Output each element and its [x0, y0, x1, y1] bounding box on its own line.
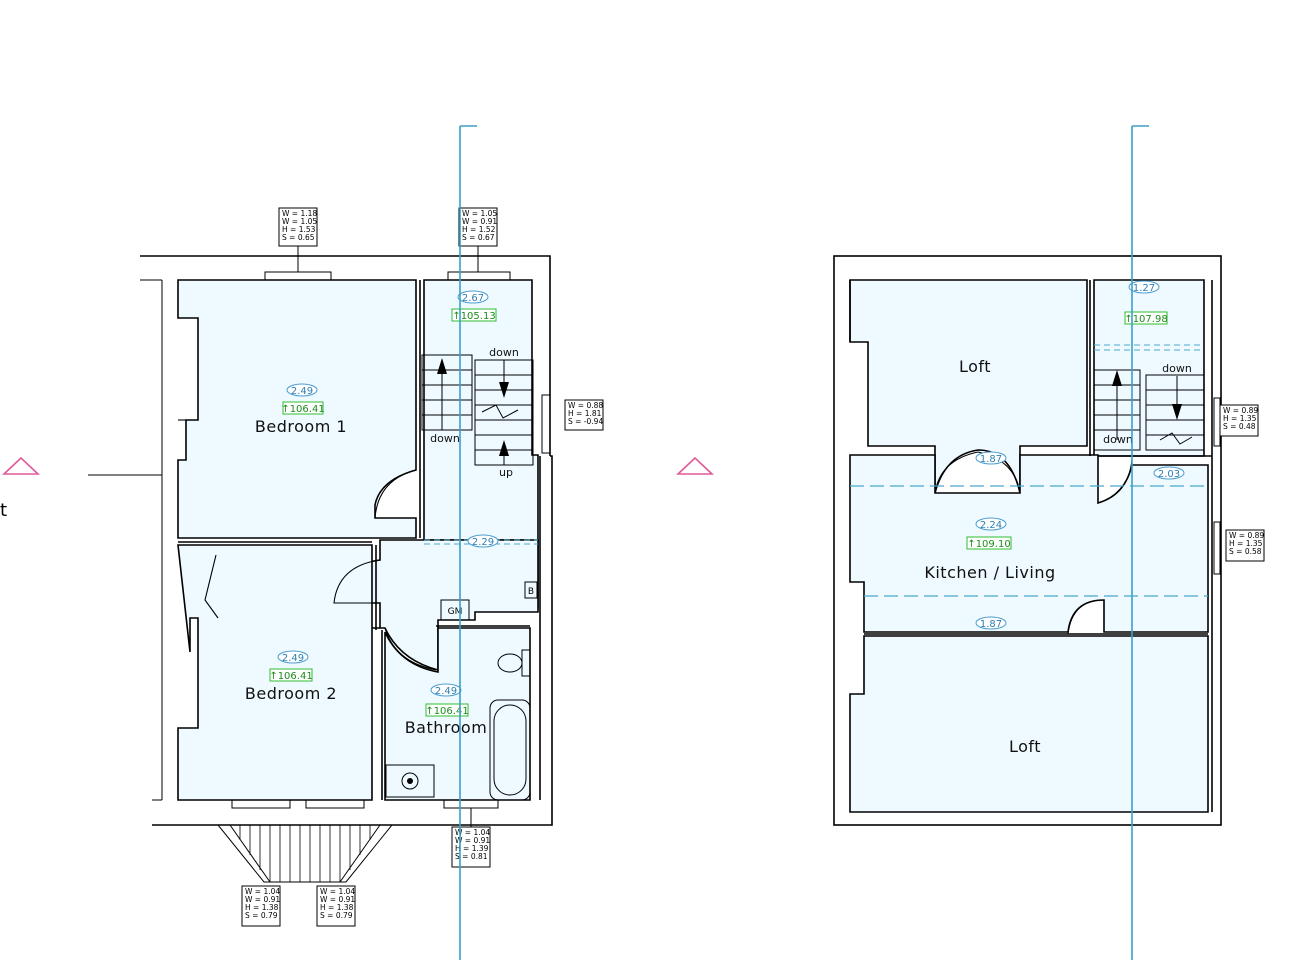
svg-text:W = 1.05: W = 1.05 [462, 209, 497, 218]
down-arrow-icon [1172, 404, 1182, 420]
first-floor-plan: down down up [88, 207, 604, 927]
window-bay-right [305, 799, 365, 809]
section-line-right [1131, 125, 1149, 960]
ceiling-height-loft-stair: 1.27 [1133, 283, 1155, 294]
window-info-kitchen: W = 0.89 H = 1.35 S = 0.58 [1225, 529, 1265, 562]
level-loft-stair: ↑107.98 [1124, 314, 1167, 325]
elevation-marker-icon [675, 456, 715, 475]
loft-stair-label-down: down [1162, 362, 1192, 375]
window-info-bay-right: W = 1.04 W = 0.91 H = 1.38 S = 0.79 [316, 885, 356, 927]
svg-text:W = 1.04: W = 1.04 [245, 887, 280, 896]
svg-text:H = 1.52: H = 1.52 [462, 225, 496, 234]
ceiling-height-kitchen-bottom: 1.87 [980, 619, 1002, 630]
shower-drain-icon [385, 764, 435, 798]
window-loft-stair [1213, 397, 1221, 447]
loft-floor-plan: down down Loft Kitchen / Living Loft 1.2… [833, 255, 1265, 826]
gas-meter-label: GM [448, 607, 463, 617]
svg-text:W = 1.04: W = 1.04 [320, 887, 355, 896]
svg-text:H = 1.38: H = 1.38 [320, 903, 354, 912]
up-arrow-icon [437, 358, 447, 374]
svg-text:H = 1.35: H = 1.35 [1229, 539, 1263, 548]
window-bathroom [443, 799, 499, 809]
down-arrow-icon [499, 382, 509, 398]
window-info-right: W = 0.88 H = 1.81 S = -0.94 [564, 399, 604, 431]
svg-text:H = 1.53: H = 1.53 [282, 225, 316, 234]
bathtub-icon [489, 699, 531, 801]
svg-text:W = 0.89: W = 0.89 [1229, 531, 1264, 540]
room-label-bedroom-2: Bedroom 2 [245, 684, 337, 703]
room-label-loft-top: Loft [959, 357, 991, 376]
loft-stair-label-landing-down: down [1103, 433, 1133, 446]
elevation-marker-icon [1, 456, 41, 475]
window-info-top-mid: W = 1.05 W = 0.91 H = 1.52 S = 0.67 [458, 207, 498, 272]
window-right [541, 394, 551, 454]
level-bedroom-2: ↑106.41 [269, 671, 312, 682]
ceiling-height-stair: 2.67 [462, 293, 484, 304]
boiler-label: B [528, 587, 534, 597]
svg-text:W = 0.91: W = 0.91 [455, 836, 490, 845]
window-kitchen [1213, 521, 1221, 575]
ceiling-height-bedroom-2: 2.49 [282, 653, 304, 664]
ceiling-height-kitchen: 2.24 [980, 520, 1002, 531]
boiler-box [524, 581, 538, 599]
room-label-bathroom: Bathroom [405, 718, 488, 737]
level-bedroom-1: ↑106.41 [281, 404, 324, 415]
first-floor-stairs: down down up [421, 346, 534, 479]
loft-stairs: down down [1093, 362, 1205, 451]
window-info-top-left: W = 1.18 W = 1.05 H = 1.53 S = 0.65 [278, 207, 318, 272]
ceiling-height-bathroom: 2.49 [435, 686, 457, 697]
window-top-mid [447, 271, 511, 281]
svg-text:W = 1.18: W = 1.18 [282, 209, 317, 218]
svg-text:S = 0.79: S = 0.79 [320, 911, 353, 920]
gas-meter-box [440, 599, 470, 621]
up-arrow-icon [499, 440, 509, 456]
svg-text:H = 1.39: H = 1.39 [455, 844, 489, 853]
svg-text:W = 0.91: W = 0.91 [245, 895, 280, 904]
room-label-loft-bottom: Loft [1009, 737, 1041, 756]
window-top-left [264, 271, 332, 281]
kitchen-living-floor [849, 454, 1209, 633]
ceiling-height-loft-door: 1.87 [980, 454, 1002, 465]
ceiling-height-kitchen-right: 2.03 [1158, 469, 1180, 480]
window-bay-left [231, 799, 291, 809]
window-info-loft-stair: W = 0.89 H = 1.35 S = 0.48 [1219, 404, 1259, 437]
level-kitchen: ↑109.10 [967, 539, 1010, 550]
svg-text:S = 0.65: S = 0.65 [282, 233, 315, 242]
svg-text:H = 1.81: H = 1.81 [568, 409, 602, 418]
svg-text:W = 0.91: W = 0.91 [320, 895, 355, 904]
level-stair: ↑105.13 [452, 311, 495, 322]
window-info-bay-left: W = 1.04 W = 0.91 H = 1.38 S = 0.79 [241, 885, 281, 927]
svg-text:H = 1.35: H = 1.35 [1223, 414, 1257, 423]
loft-bottom-floor [849, 635, 1209, 813]
svg-text:S = 0.79: S = 0.79 [245, 911, 278, 920]
edge-text: t [0, 500, 7, 521]
up-arrow-icon [1112, 370, 1122, 386]
svg-text:W = 0.91: W = 0.91 [462, 217, 497, 226]
svg-text:W = 0.89: W = 0.89 [1223, 406, 1258, 415]
svg-text:S = 0.58: S = 0.58 [1229, 547, 1262, 556]
svg-text:S = -0.94: S = -0.94 [568, 417, 603, 426]
svg-text:S = 0.81: S = 0.81 [455, 852, 488, 861]
section-line-left [459, 125, 477, 960]
svg-text:W = 0.88: W = 0.88 [568, 401, 603, 410]
room-label-kitchen-living: Kitchen / Living [924, 563, 1055, 582]
ceiling-height-landing: 2.29 [472, 537, 494, 548]
svg-text:W = 1.04: W = 1.04 [455, 828, 490, 837]
svg-text:S = 0.67: S = 0.67 [462, 233, 495, 242]
stair-label-landing-down: down [430, 432, 460, 445]
stair-label-up: up [499, 466, 513, 479]
svg-text:W = 1.05: W = 1.05 [282, 217, 317, 226]
ceiling-height-bedroom-1: 2.49 [291, 386, 313, 397]
bay-steps [216, 824, 394, 883]
window-info-bathroom: W = 1.04 W = 0.91 H = 1.39 S = 0.81 [451, 808, 491, 868]
room-label-bedroom-1: Bedroom 1 [255, 417, 347, 436]
toilet-icon [497, 649, 531, 677]
stair-label-down: down [489, 346, 519, 359]
svg-text:S = 0.48: S = 0.48 [1223, 422, 1256, 431]
level-bathroom: ↑106.41 [425, 706, 468, 717]
svg-text:H = 1.38: H = 1.38 [245, 903, 279, 912]
